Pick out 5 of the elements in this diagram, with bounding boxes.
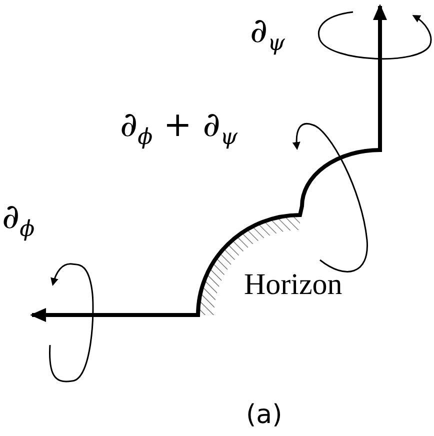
math-label: ∂$_{ϕ}$	[2, 200, 35, 241]
math-label: ∂$_{ϕ}$ + ∂$_{ψ}$	[120, 108, 238, 149]
horizon-label: Horizon	[244, 270, 342, 300]
math-label: ∂$_{ψ}$	[250, 14, 285, 55]
caption: (a)	[246, 402, 282, 428]
